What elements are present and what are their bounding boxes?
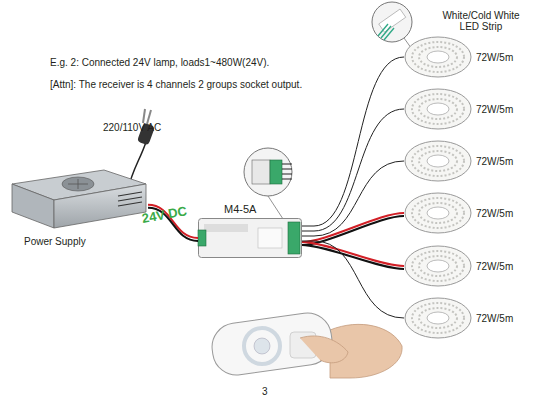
power-rating: 72W/5m: [476, 52, 513, 63]
wire: [302, 109, 404, 231]
led-strip: 72W/5m: [404, 297, 540, 339]
power-rating: 72W/5m: [476, 104, 513, 115]
power-rating: 72W/5m: [476, 313, 513, 324]
power-rating: 72W/5m: [476, 156, 513, 167]
strip-zoom: [372, 2, 414, 52]
led-strip: 72W/5m: [404, 36, 540, 78]
receiver-box: M4-5A: [198, 218, 302, 258]
supply-voltage: 220/110V AC: [103, 122, 161, 133]
note-text: E.g. 2: Connected 24V lamp, loads1~480W(…: [50, 57, 269, 68]
cable: [302, 57, 404, 226]
cable: [302, 161, 404, 236]
cable: [302, 241, 404, 318]
wire: [302, 161, 404, 236]
remote-hand: [209, 310, 402, 378]
led-strip: 72W/5m: [404, 245, 540, 287]
power-supply: Power Supply: [8, 170, 148, 228]
cable: [302, 213, 404, 245]
led-strip: 72W/5m: [404, 140, 540, 182]
page-number: 3: [262, 386, 268, 397]
cable: [302, 109, 404, 231]
strip-title: White/Cold White LED Strip: [436, 10, 526, 32]
cable: [302, 242, 404, 269]
wire: [302, 213, 404, 242]
part-name: M4-5A: [224, 203, 256, 215]
edge-label: 24V DC: [141, 203, 188, 226]
wire: [302, 242, 404, 266]
note-text: [Attn]: The receiver is 4 channels 2 gro…: [50, 79, 302, 90]
wire: [302, 57, 404, 226]
power-rating: 72W/5m: [476, 208, 513, 219]
led-strip: 72W/5m: [404, 88, 540, 130]
wire: [302, 216, 404, 245]
part-name: Power Supply: [24, 236, 86, 247]
power-rating: 72W/5m: [476, 261, 513, 272]
led-strip: 72W/5m: [404, 192, 540, 234]
wire: [302, 241, 404, 318]
wire: [302, 245, 404, 269]
